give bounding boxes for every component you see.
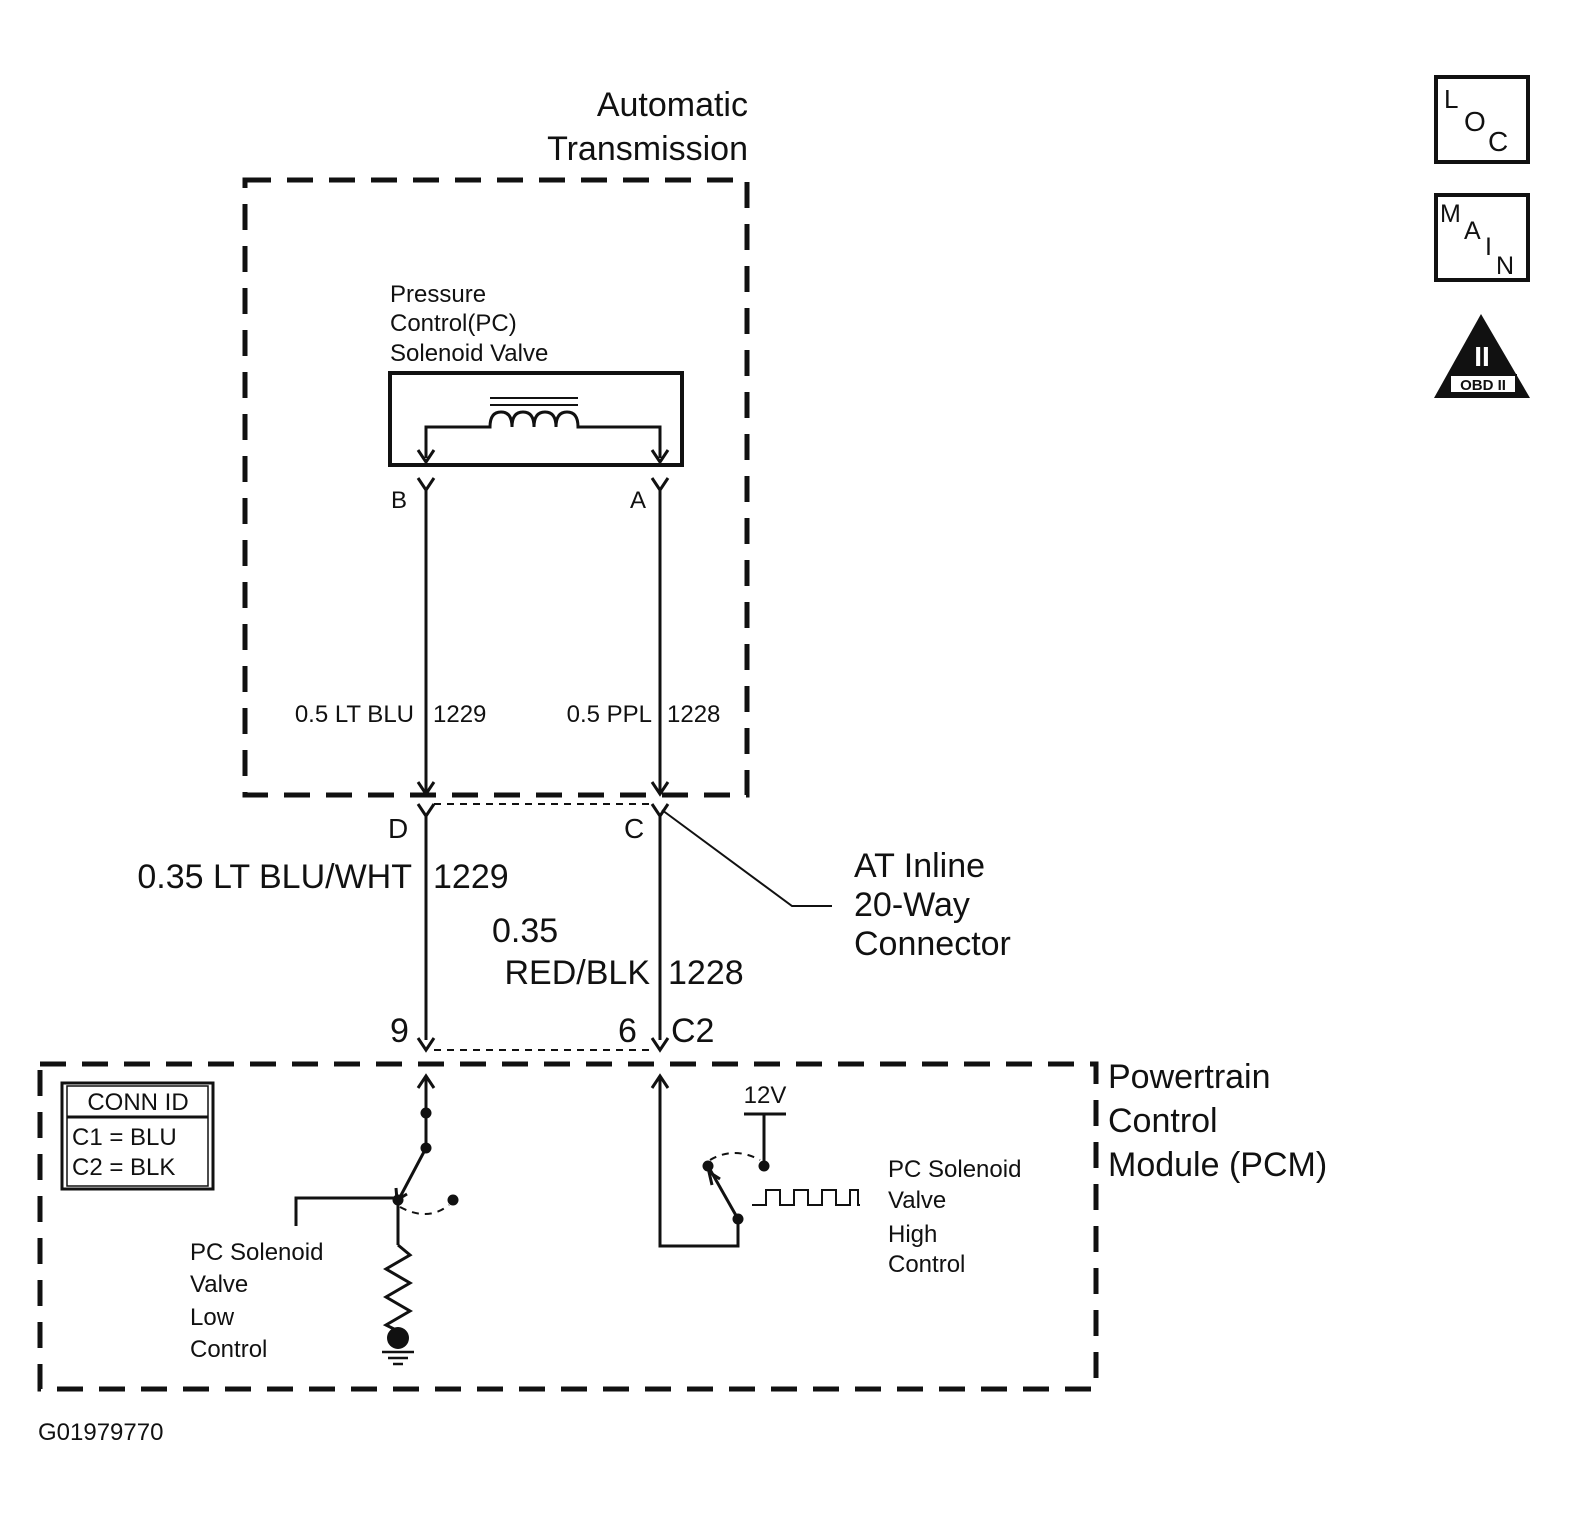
pcm-title-line2: Control: [1108, 1102, 1218, 1140]
pc-solenoid-valve: Pressure Control(PC) Solenoid Valve B A: [388, 281, 684, 514]
wire-right-outer-label-line1: 0.35: [492, 912, 558, 950]
pcm-pin-6: 6: [618, 1012, 637, 1050]
low-control-label-line3: Low: [190, 1304, 235, 1331]
transmission-boundary: [242, 177, 750, 798]
inner-wires: 0.5 LT BLU 1229 0.5 PPL 1228: [295, 488, 720, 797]
high-control-label-line2: Valve: [888, 1187, 946, 1214]
solenoid-label-line2: Control(PC): [390, 310, 517, 337]
wire-left-inner-label: 0.5 LT BLU: [295, 701, 414, 728]
low-control-switch-blade: [397, 1147, 428, 1200]
pwm-waveform-icon: [752, 1189, 860, 1206]
solenoid-body: [388, 371, 684, 467]
svg-text:N: N: [1496, 252, 1514, 280]
wire-right-inner-label: 0.5 PPL: [567, 701, 652, 728]
connector-female-icon: [416, 1037, 436, 1053]
inline-pin-c: C: [624, 813, 644, 844]
svg-text:OBD II: OBD II: [1460, 377, 1506, 394]
pcm-connector: 9 6 C2: [390, 1012, 714, 1053]
solenoid-label-line3: Solenoid Valve: [390, 340, 548, 367]
solenoid-pin-b: B: [391, 487, 407, 514]
ground-point-icon: [387, 1327, 409, 1349]
high-control-label-line1: PC Solenoid: [888, 1156, 1021, 1183]
transmission-region: Automatic Transmission: [242, 86, 750, 798]
switch-pivot-dot: [702, 1160, 714, 1172]
main-icon[interactable]: M A I N: [1434, 193, 1530, 282]
wire-left-inner-circuit: 1229: [433, 701, 486, 728]
solenoid-label-line1: Pressure: [390, 281, 486, 308]
svg-text:L: L: [1444, 84, 1458, 114]
pcm-title-line1: Powertrain: [1108, 1058, 1271, 1096]
wire-right-outer-label-line2: RED/BLK: [505, 954, 651, 992]
pcm-pin-9: 9: [390, 1012, 409, 1050]
outer-wires: 0.35 LT BLU/WHT 1229 0.35 RED/BLK 1228: [137, 814, 744, 1040]
high-control-lead: [658, 1078, 740, 1248]
switch-travel-arc: [399, 1204, 450, 1215]
transmission-title-line1: Automatic: [597, 86, 748, 124]
inline-connector-leader: [661, 809, 832, 907]
junction-dot: [420, 1107, 432, 1119]
svg-text:A: A: [1464, 217, 1481, 245]
svg-text:C: C: [1488, 126, 1508, 157]
figure-id: G01979770: [38, 1419, 163, 1446]
wire-left-outer-circuit: 1229: [433, 858, 509, 896]
obd-ii-icon[interactable]: II OBD II: [1434, 314, 1530, 398]
low-control-label-line2: Valve: [190, 1271, 248, 1298]
connector-male-icon: [650, 1073, 670, 1089]
conn-id-c2: C2 = BLK: [72, 1154, 175, 1181]
pcm-boundary: [37, 1061, 1099, 1392]
pcm-title-line3: Module (PCM): [1108, 1146, 1327, 1184]
switch-open-contact-dot: [447, 1194, 459, 1206]
transmission-title-line2: Transmission: [547, 130, 748, 168]
low-control-signal-lead: [294, 1196, 398, 1226]
connector-female-icon: [650, 1037, 670, 1053]
svg-text:M: M: [1440, 200, 1461, 228]
arrow-down-icon: [650, 449, 670, 465]
connector-male-icon: [416, 1073, 436, 1089]
high-control-circuit: 12V PC Solenoid Valve High Control: [650, 1073, 1021, 1278]
inline-connector-label-line1: AT Inline: [854, 847, 985, 885]
conn-id-c1: C1 = BLU: [72, 1124, 177, 1151]
svg-text:II: II: [1474, 341, 1490, 372]
arrow-down-icon: [650, 781, 670, 797]
wire-right-inner-circuit: 1228: [667, 701, 720, 728]
resistor-icon: [382, 1243, 413, 1333]
inline-connector-label-line2: 20-Way: [854, 886, 970, 924]
wire-left-outer-label: 0.35 LT BLU/WHT: [137, 858, 412, 896]
svg-text:I: I: [1485, 233, 1492, 261]
high-control-label-line3: High: [888, 1221, 937, 1248]
conn-id-table: CONN ID C1 = BLU C2 = BLK: [60, 1081, 215, 1191]
switch-arrow-icon: [706, 1168, 721, 1186]
low-control-label-line4: Control: [190, 1336, 267, 1363]
solenoid-pin-a: A: [630, 487, 646, 514]
wire-right-outer-circuit: 1228: [668, 954, 744, 992]
arrow-down-icon: [416, 449, 436, 465]
inline-pin-d: D: [388, 813, 408, 844]
inline-connector-label-line3: Connector: [854, 925, 1011, 963]
switch-travel-arc: [709, 1152, 761, 1161]
svg-text:O: O: [1464, 106, 1486, 137]
low-control-label-line1: PC Solenoid: [190, 1239, 323, 1266]
pcm-connector-id: C2: [671, 1012, 714, 1050]
pcm-region: Powertrain Control Module (PCM) CONN ID …: [37, 1058, 1327, 1392]
solenoid-coil-icon: [424, 410, 662, 458]
arrow-down-icon: [416, 781, 436, 797]
low-control-circuit: PC Solenoid Valve Low Control: [190, 1073, 459, 1366]
supply-voltage: 12V: [744, 1082, 787, 1109]
conn-id-header: CONN ID: [87, 1089, 188, 1116]
loc-icon[interactable]: L O C: [1434, 75, 1530, 164]
high-control-label-line4: Control: [888, 1251, 965, 1278]
